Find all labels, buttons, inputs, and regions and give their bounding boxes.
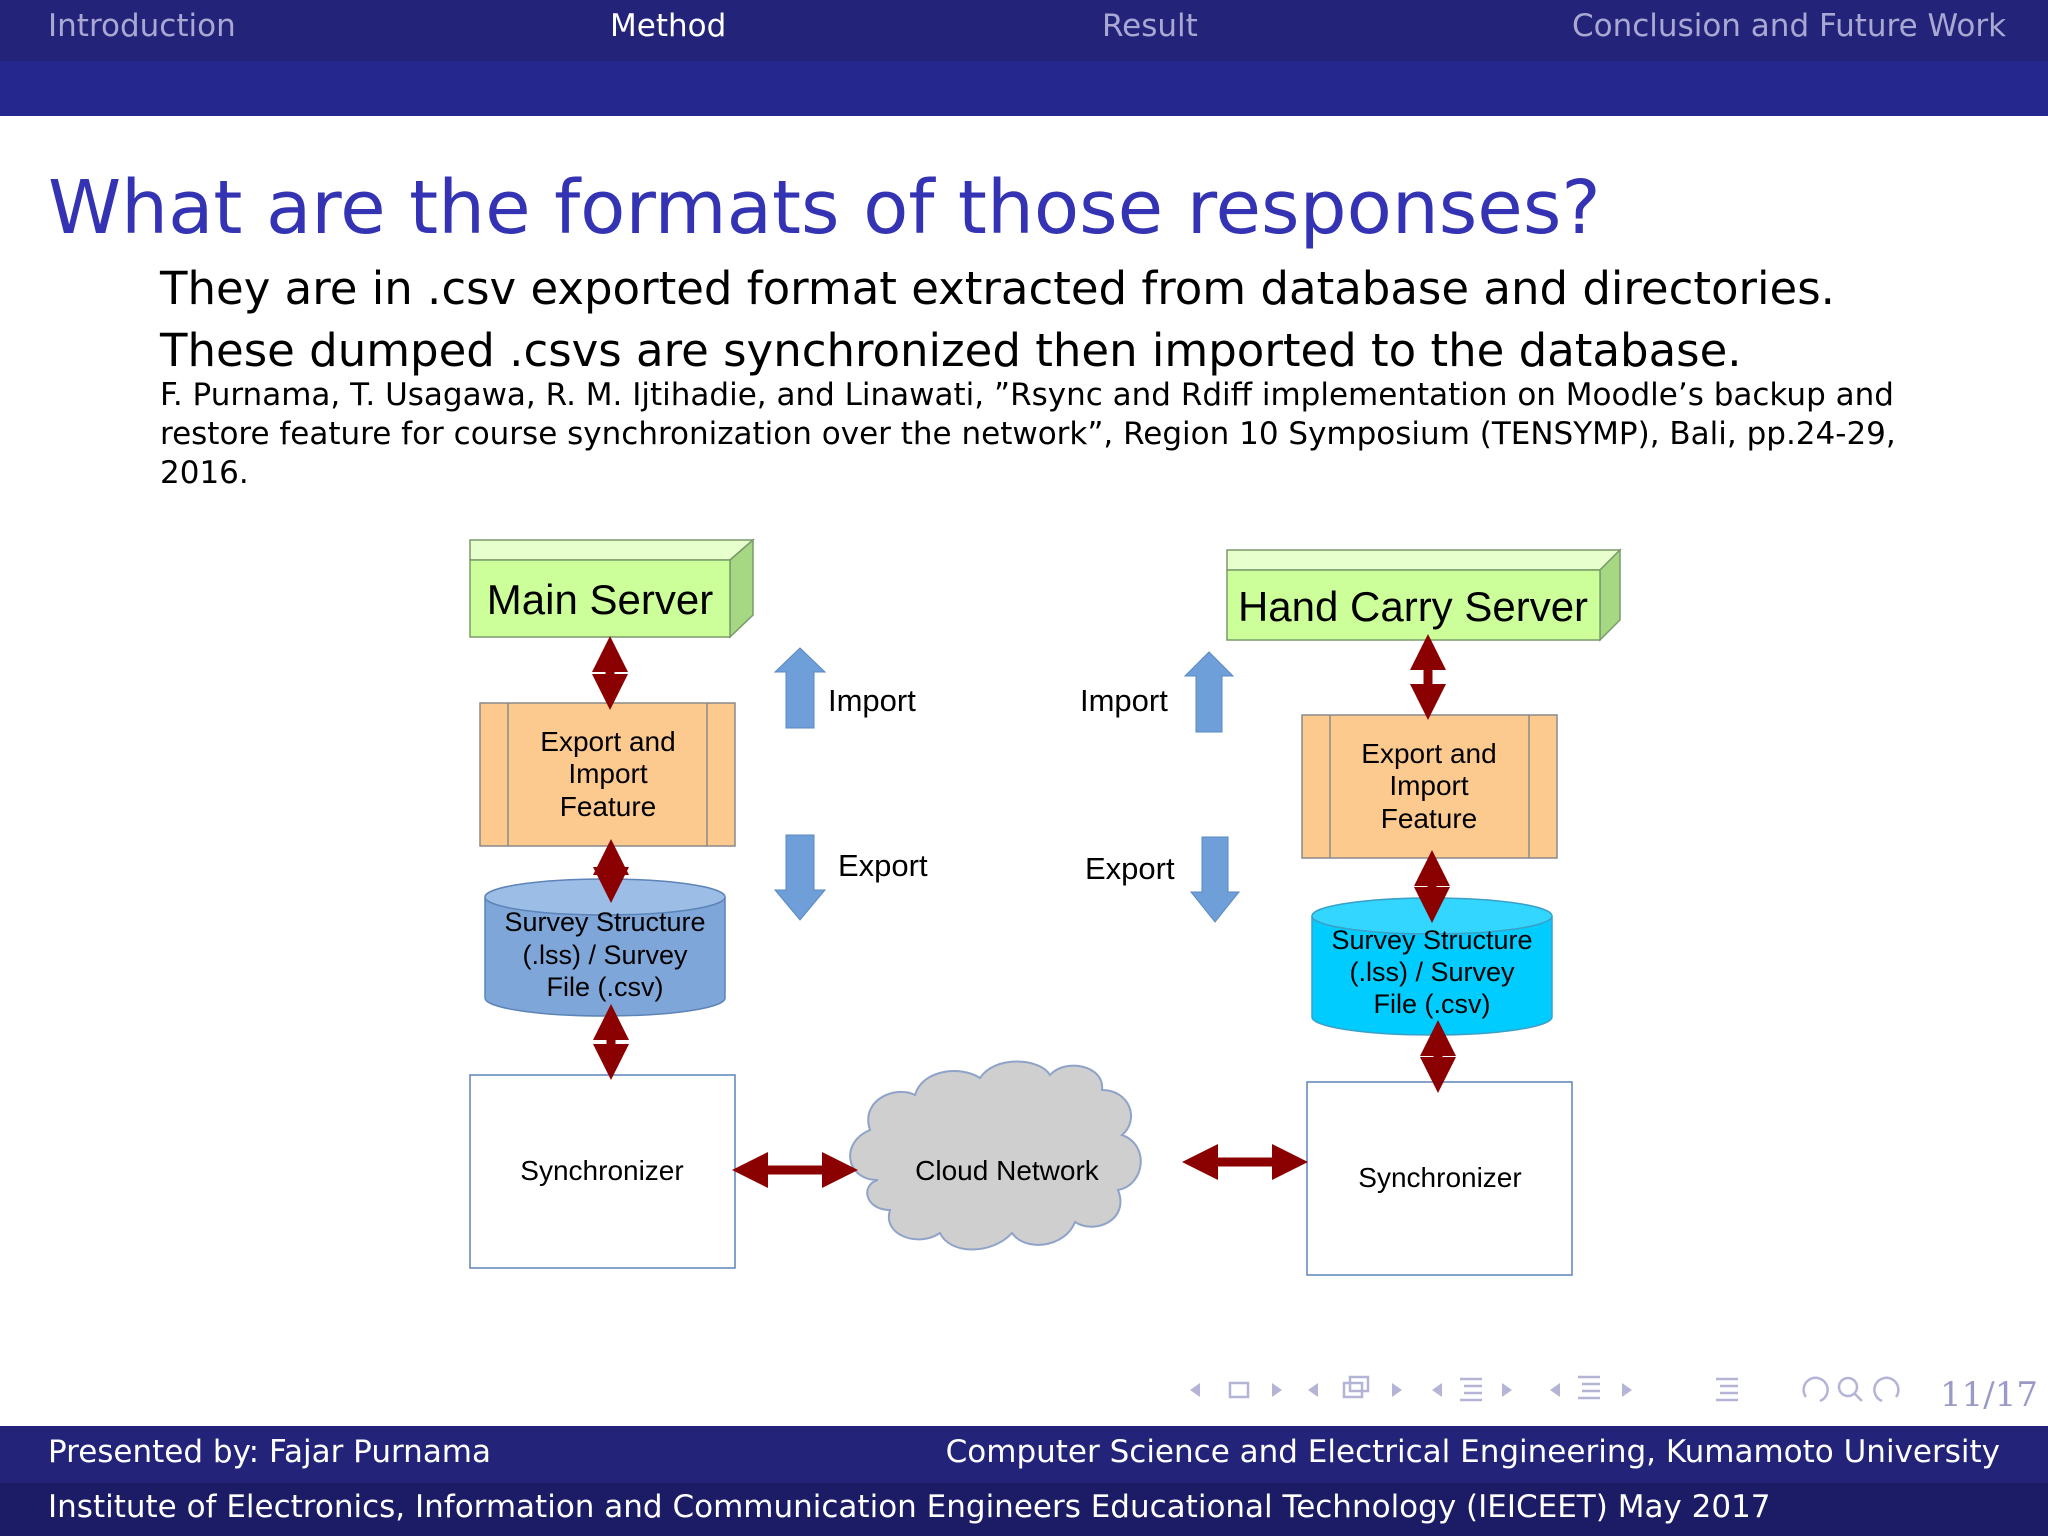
- right-export-import-box: Export and Import Feature: [1301, 714, 1558, 859]
- export-label-right: Export: [1085, 851, 1175, 886]
- sync-diagram: Main Server Hand Carry Server Export and…: [469, 538, 1622, 1276]
- svg-text:Export and: Export and: [1361, 738, 1496, 769]
- svg-text:(.lss) / Survey: (.lss) / Survey: [1349, 957, 1515, 987]
- section-nav-icon[interactable]: [1432, 1377, 1512, 1402]
- export-label-left: Export: [838, 848, 928, 883]
- nav-result[interactable]: Result: [1102, 8, 1198, 44]
- import-label-left: Import: [828, 683, 916, 718]
- svg-text:Import: Import: [568, 758, 648, 789]
- svg-text:File (.csv): File (.csv): [547, 972, 664, 1002]
- nav-conclusion[interactable]: Conclusion and Future Work: [1572, 8, 2007, 44]
- beamer-navigation: [1190, 1375, 1738, 1402]
- appendix-nav-icon[interactable]: [1716, 1377, 1738, 1402]
- svg-text:Survey Structure: Survey Structure: [504, 907, 705, 937]
- back-icon[interactable]: [1802, 1376, 1829, 1403]
- search-back-forward: [1802, 1376, 1900, 1403]
- header-strip: [0, 61, 2048, 116]
- hand-carry-server-box: Hand Carry Server: [1226, 548, 1622, 642]
- page-number: 11/17: [1940, 1375, 2038, 1415]
- blue-arrows: [773, 647, 1241, 923]
- right-synchronizer-box: Synchronizer: [1306, 1081, 1573, 1276]
- left-export-import-box: Export and Import Feature: [479, 702, 736, 847]
- footer-event: Institute of Electronics, Information an…: [48, 1489, 1771, 1525]
- left-survey-file-cylinder: Survey Structure (.lss) / Survey File (.…: [484, 878, 726, 1017]
- forward-icon[interactable]: [1873, 1376, 1900, 1403]
- svg-text:Feature: Feature: [560, 791, 657, 822]
- body-line-2: These dumped .csvs are synchronized then…: [160, 324, 1742, 377]
- hand-carry-server-label: Hand Carry Server: [1238, 583, 1588, 630]
- nav-introduction[interactable]: Introduction: [48, 8, 236, 44]
- footer-bar-top: Presented by: Fajar Purnama Computer Sci…: [0, 1426, 2048, 1483]
- svg-text:Import: Import: [1389, 770, 1469, 801]
- footer-affiliation: Computer Science and Electrical Engineer…: [945, 1434, 2000, 1470]
- svg-text:Synchronizer: Synchronizer: [1358, 1162, 1521, 1193]
- footer-bar-bottom: Institute of Electronics, Information an…: [0, 1483, 2048, 1536]
- svg-text:Feature: Feature: [1381, 803, 1478, 834]
- red-double-arrows: [592, 634, 1456, 1188]
- left-synchronizer-box: Synchronizer: [469, 1074, 736, 1269]
- svg-text:File (.csv): File (.csv): [1374, 989, 1491, 1019]
- slide-title: What are the formats of those responses?: [48, 165, 1601, 251]
- svg-text:Survey Structure: Survey Structure: [1331, 925, 1532, 955]
- cloud-network: Cloud Network: [849, 1060, 1142, 1251]
- reference-citation: F. Purnama, T. Usagawa, R. M. Ijtihadie,…: [160, 377, 1896, 491]
- search-icon[interactable]: [1837, 1376, 1863, 1402]
- import-label-right: Import: [1080, 683, 1168, 718]
- nav-method[interactable]: Method: [610, 8, 727, 44]
- right-survey-file-cylinder: Survey Structure (.lss) / Survey File (.…: [1311, 897, 1553, 1036]
- header-bar: Introduction Method Result Conclusion an…: [0, 0, 2048, 116]
- main-server-label: Main Server: [487, 576, 713, 623]
- frame-nav-icon[interactable]: [1190, 1381, 1282, 1399]
- subsection-nav-icon[interactable]: [1308, 1375, 1402, 1399]
- main-server-box: Main Server: [469, 538, 756, 639]
- svg-text:Synchronizer: Synchronizer: [520, 1155, 683, 1186]
- svg-text:Export and: Export and: [540, 726, 675, 757]
- footer-presenter: Presented by: Fajar Purnama: [48, 1434, 492, 1470]
- svg-text:(.lss) / Survey: (.lss) / Survey: [522, 940, 688, 970]
- document-nav-icon[interactable]: [1550, 1375, 1632, 1400]
- svg-text:Cloud Network: Cloud Network: [915, 1155, 1100, 1186]
- body-line-1: They are in .csv exported format extract…: [160, 262, 1835, 315]
